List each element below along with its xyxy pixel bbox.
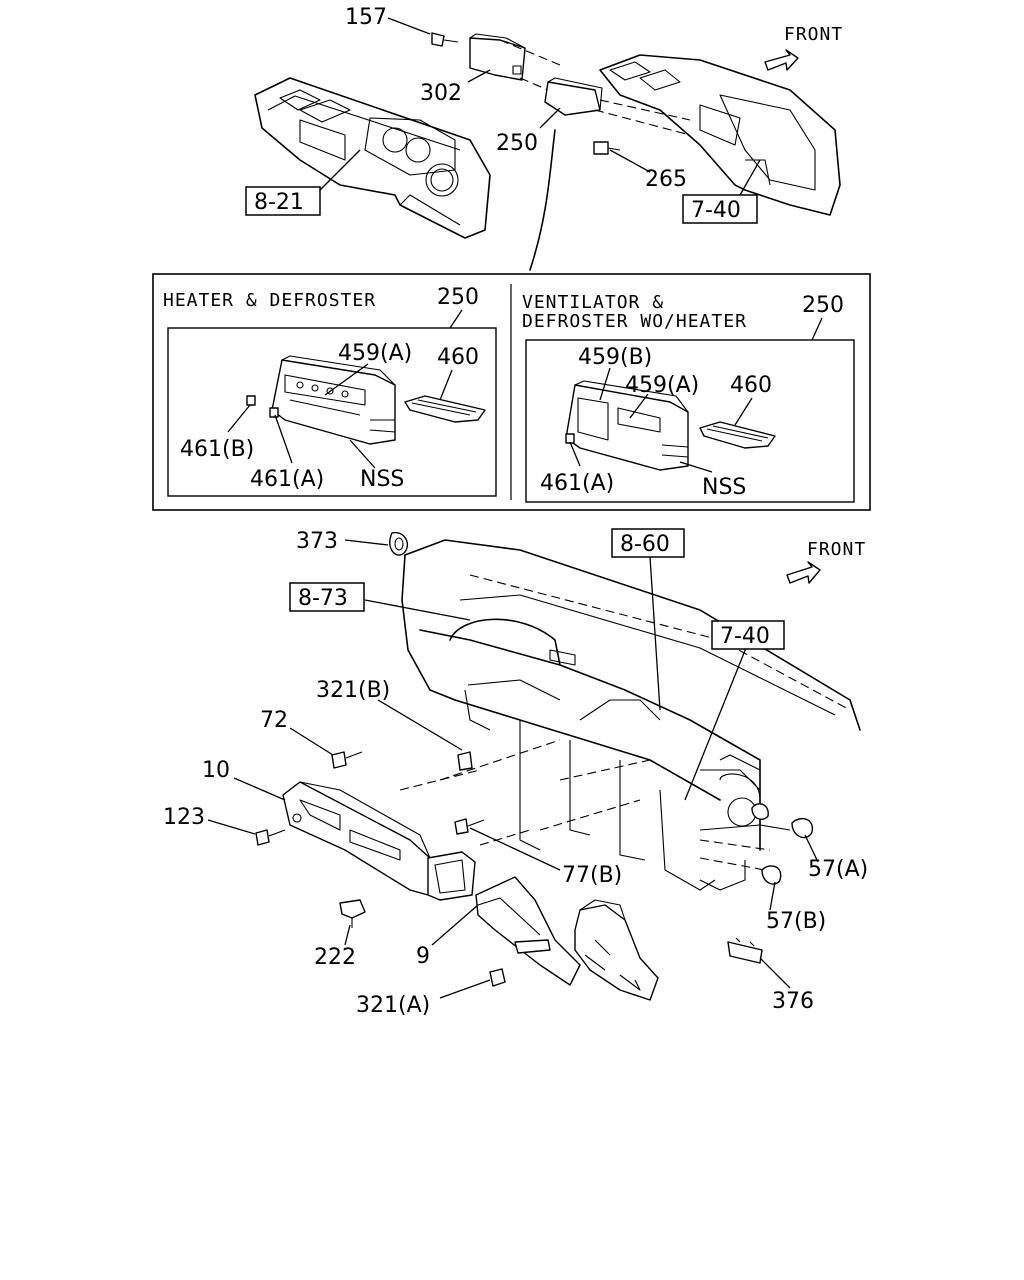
label-373: 373 bbox=[296, 529, 338, 554]
ref-box-8-60 bbox=[611, 528, 685, 558]
knob-461b-left-icon bbox=[246, 395, 256, 406]
duct-10-drawing bbox=[282, 781, 476, 901]
detail-right-459b: 459(B) bbox=[578, 345, 652, 370]
detail-left-nss: NSS bbox=[360, 467, 404, 492]
rivet-222-icon bbox=[339, 899, 366, 919]
label-10: 10 bbox=[202, 758, 230, 783]
grommet-373-icon bbox=[389, 531, 409, 556]
detail-left-leaders bbox=[227, 363, 453, 469]
instrument-panel-left-drawing bbox=[254, 77, 491, 239]
detail-left-460: 460 bbox=[437, 345, 479, 370]
bolt-77b-icon bbox=[454, 818, 469, 835]
label-57b: 57(B) bbox=[766, 909, 826, 934]
plug-57a-icon bbox=[791, 817, 814, 839]
detail-right-ref: 250 bbox=[802, 293, 844, 318]
front-label-top: FRONT bbox=[784, 24, 843, 45]
label-123: 123 bbox=[163, 805, 205, 830]
part-250-drawing bbox=[544, 77, 691, 136]
detail-right-title-1: VENTILATOR & bbox=[522, 292, 664, 313]
part-460-left-drawing bbox=[404, 395, 486, 423]
top-leaders bbox=[319, 17, 761, 196]
label-57a: 57(A) bbox=[808, 857, 868, 882]
knob-461a-left-icon bbox=[269, 407, 279, 418]
part-302-drawing bbox=[469, 33, 561, 91]
front-arrow-top-icon bbox=[764, 49, 799, 71]
detail-right-459a: 459(A) bbox=[625, 373, 699, 398]
label-157: 157 bbox=[345, 5, 387, 30]
detail-left-title: HEATER & DEFROSTER bbox=[163, 290, 376, 311]
detail-right-461a: 461(A) bbox=[540, 471, 614, 496]
detail-right-title-2: DEFROSTER WO/HEATER bbox=[522, 311, 747, 332]
screw-157-icon bbox=[431, 32, 459, 47]
label-302: 302 bbox=[420, 81, 462, 106]
front-arrow-bottom-icon bbox=[786, 561, 821, 584]
detail-left-461a: 461(A) bbox=[250, 467, 324, 492]
label-265: 265 bbox=[645, 167, 687, 192]
detail-left-ref: 250 bbox=[437, 285, 479, 310]
detail-right-ref-leader bbox=[811, 317, 823, 341]
ref-box-7-40-top bbox=[682, 194, 758, 224]
fasteners-bottom bbox=[255, 531, 821, 987]
label-77b: 77(B) bbox=[562, 863, 622, 888]
label-376: 376 bbox=[772, 989, 814, 1014]
ref-box-8-73 bbox=[289, 582, 365, 612]
screw-265-icon bbox=[593, 141, 621, 155]
ref-box-7-40-bottom bbox=[711, 620, 785, 650]
label-321b: 321(B) bbox=[316, 678, 390, 703]
plug-57b-icon bbox=[761, 865, 782, 885]
ref-8-21: 8-21 bbox=[254, 190, 304, 215]
label-72: 72 bbox=[260, 708, 288, 733]
ref-7-40-top: 7-40 bbox=[691, 198, 741, 223]
clip-321b-icon bbox=[457, 751, 473, 771]
part-460-right-drawing bbox=[699, 421, 776, 449]
detail-right-leaders bbox=[569, 367, 753, 473]
label-250: 250 bbox=[496, 131, 538, 156]
front-label-bottom: FRONT bbox=[807, 539, 866, 560]
nut-321a-icon bbox=[489, 968, 506, 987]
ref-8-60: 8-60 bbox=[620, 532, 670, 557]
detail-right-nss: NSS bbox=[702, 475, 746, 500]
label-9: 9 bbox=[416, 944, 430, 969]
ref-7-40-bottom: 7-40 bbox=[720, 624, 770, 649]
dashboard-body-drawing bbox=[399, 539, 861, 891]
instrument-panel-right-drawing bbox=[599, 54, 841, 216]
cover-376-icon bbox=[727, 941, 763, 964]
bottom-leaders bbox=[207, 539, 819, 999]
duct-9-drawing bbox=[475, 876, 659, 1001]
detail-leader-curve bbox=[529, 129, 556, 271]
label-321a: 321(A) bbox=[356, 993, 430, 1018]
detail-left-ref-leader bbox=[449, 309, 463, 329]
label-222: 222 bbox=[314, 945, 356, 970]
ref-box-8-21 bbox=[245, 186, 321, 216]
screw-123-icon bbox=[255, 829, 270, 846]
detail-left-459a: 459(A) bbox=[338, 341, 412, 366]
detail-right-460: 460 bbox=[730, 373, 772, 398]
knob-461a-right-icon bbox=[565, 433, 575, 444]
ref-8-73: 8-73 bbox=[298, 586, 348, 611]
bolt-72-icon bbox=[331, 751, 347, 769]
detail-left-461b: 461(B) bbox=[180, 437, 254, 462]
